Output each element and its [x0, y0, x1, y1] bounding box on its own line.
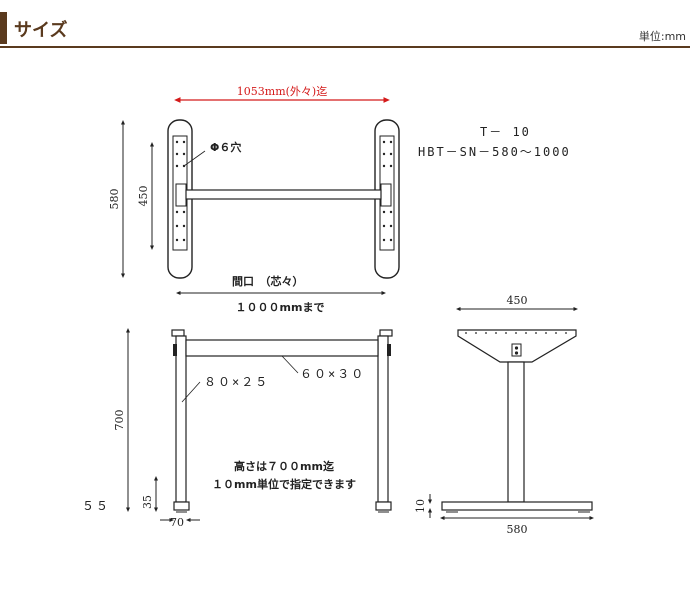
top-view: 1053mm(外々)迄 Φ [108, 84, 400, 279]
hole-leader [183, 150, 206, 167]
beam-label: ６０×３０ [300, 367, 365, 381]
outer-width-label: 1053mm(外々)迄 [237, 84, 327, 98]
left-connector [175, 183, 187, 207]
hole-label: Φ６穴 [210, 140, 241, 154]
side-view: 450 10 580 [414, 294, 594, 536]
side-base-width-label: 580 [507, 523, 528, 536]
note-line-1: 高さは７００mm迄 [234, 459, 334, 473]
front-height-label: 700 [113, 410, 126, 431]
side-base [441, 501, 593, 511]
span-value: １０００mmまで [236, 301, 325, 314]
post-leader [181, 381, 201, 403]
left-post [175, 335, 187, 503]
side-value: ５５ [82, 499, 110, 513]
inner-height-label: 450 [137, 186, 150, 207]
post-label: ８０×２５ [204, 375, 269, 389]
left-foot [173, 501, 190, 511]
side-base-height-label: 10 [414, 499, 427, 513]
right-foot [375, 501, 392, 511]
section-title: サイズ [14, 20, 68, 41]
height-label: 580 [108, 189, 121, 210]
beam-leader [281, 355, 299, 374]
front-view: ６０×３０ ８０×２５ 700 35 70 ５５ 高さは７００mm迄 １０mm単… [82, 328, 393, 529]
model-line-2: HBT－SN－580～1000 [418, 145, 571, 159]
model-line-1: T－ 10 [480, 125, 531, 139]
header-divider [0, 46, 690, 48]
foot-width-label: 70 [170, 516, 184, 529]
side-column [507, 361, 525, 503]
section-header: サイズ 単位:mm [0, 0, 690, 48]
right-connector [380, 183, 392, 207]
cross-beam-top [185, 189, 382, 200]
front-beam [185, 339, 379, 357]
side-top-width-label: 450 [507, 294, 528, 307]
unit-label: 単位:mm [638, 30, 686, 43]
right-post [377, 335, 389, 503]
right-plate-holes [382, 140, 393, 242]
foot-height-label: 35 [141, 495, 154, 509]
note-line-2: １０mm単位で指定できます [212, 477, 356, 491]
header-accent-bar [0, 12, 7, 44]
span-title: 間口 （芯々） [232, 274, 304, 288]
